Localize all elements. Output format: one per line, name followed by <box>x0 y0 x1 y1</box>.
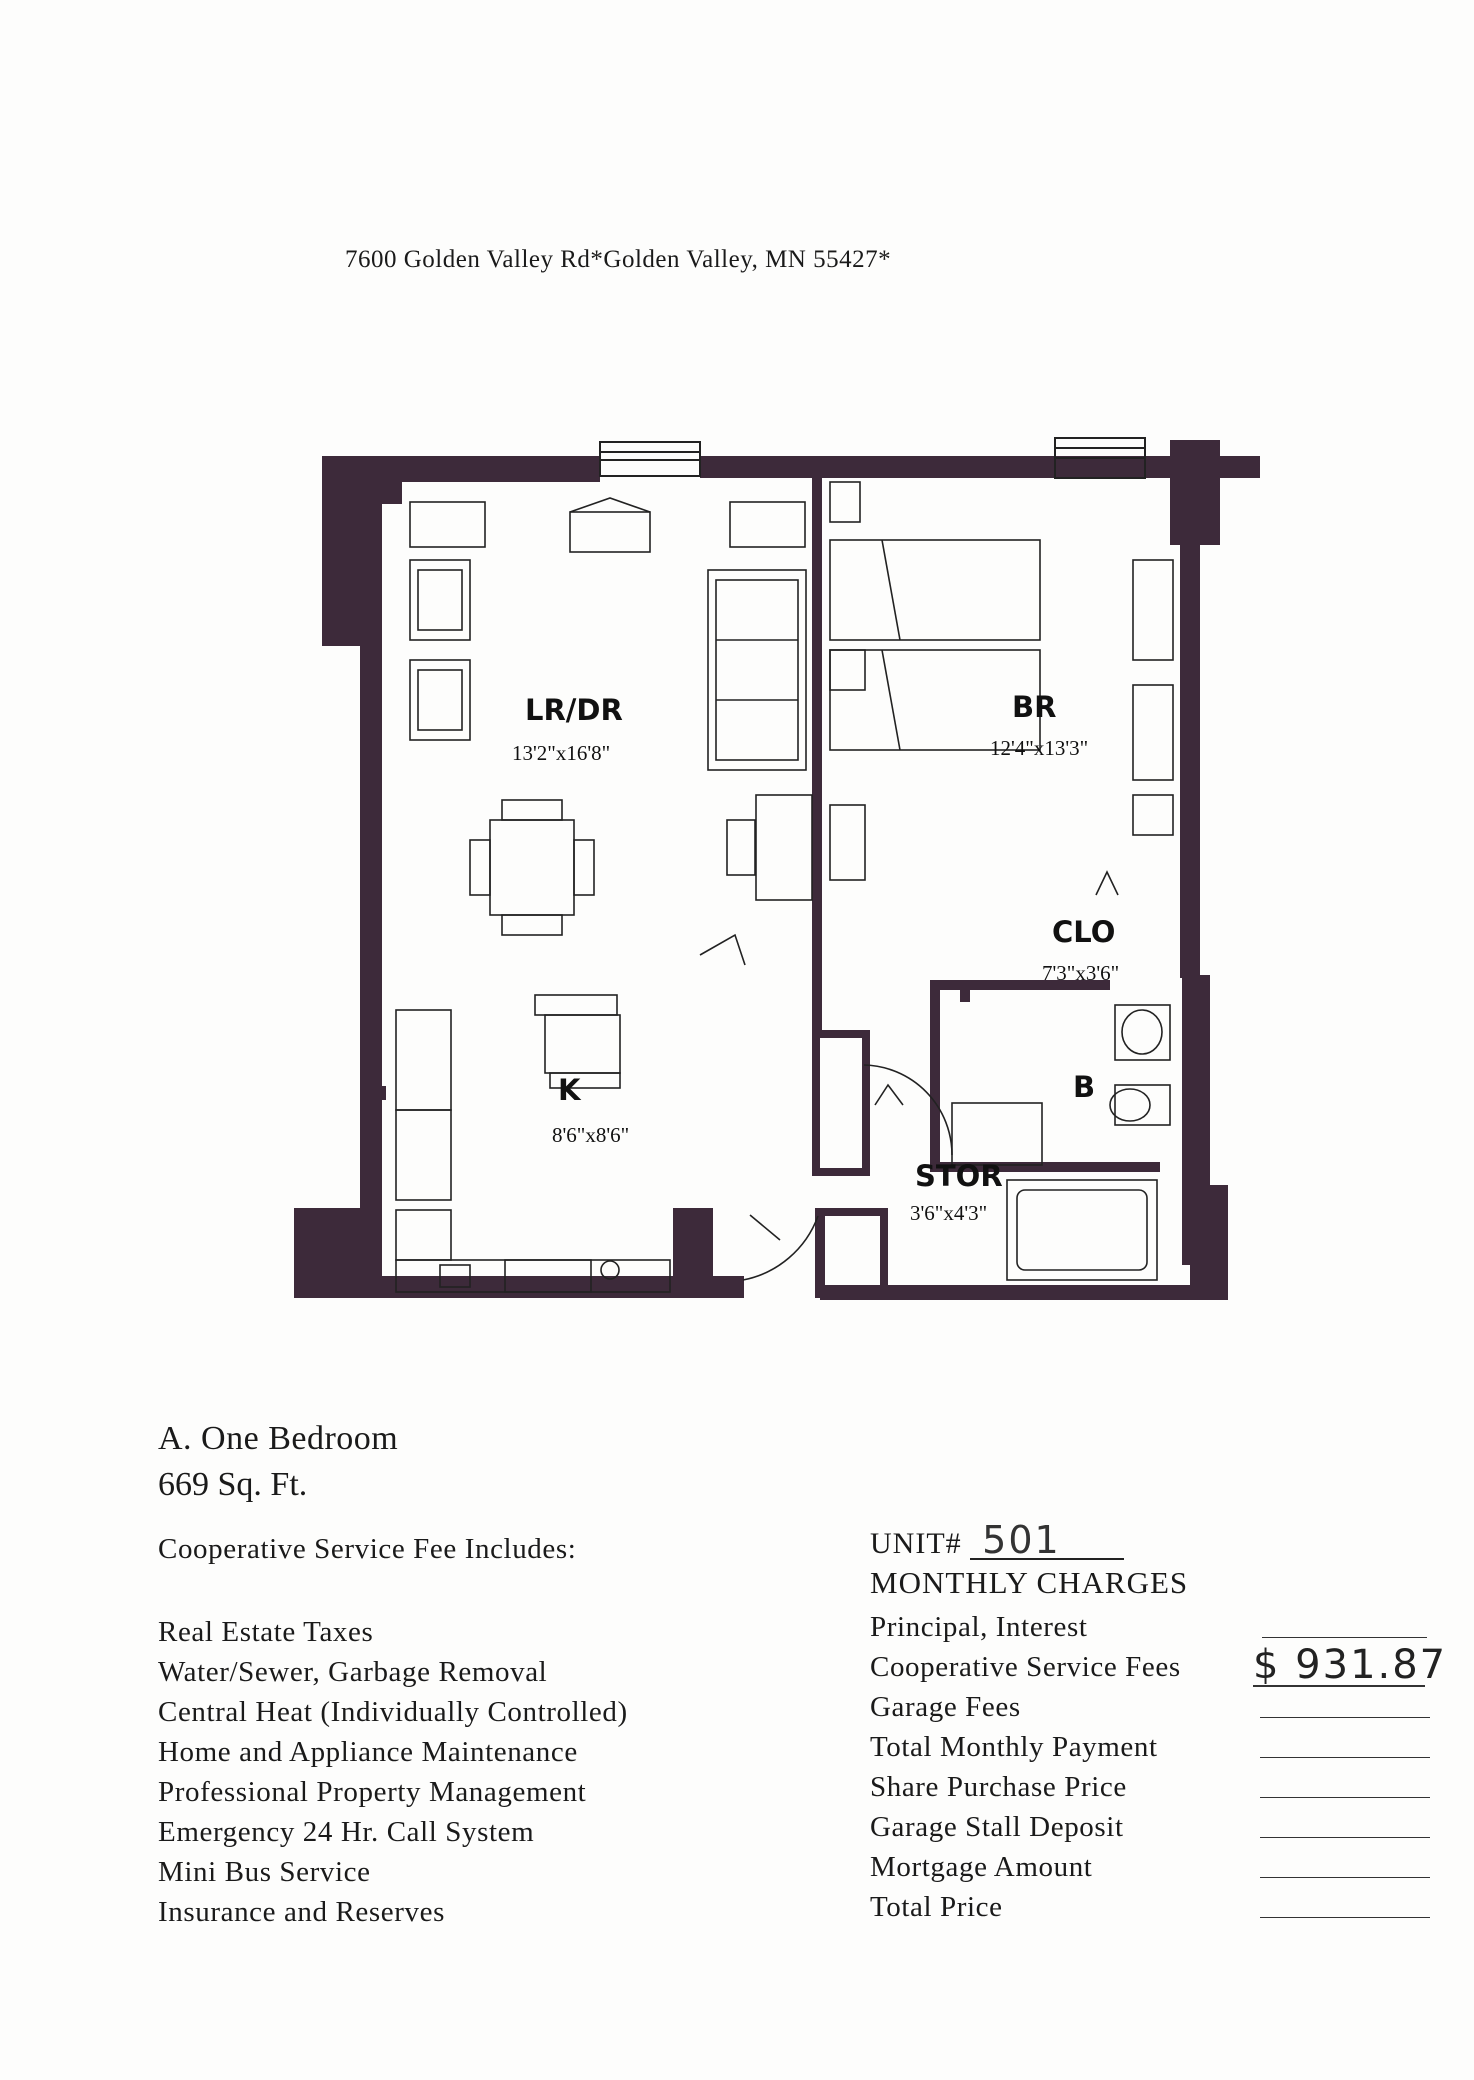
room-label-b: B <box>1073 1070 1095 1104</box>
charge-blank-line[interactable] <box>1260 1757 1430 1758</box>
charge-blank-line[interactable] <box>1260 1917 1430 1918</box>
monthly-charges-heading: MONTHLY CHARGES <box>870 1565 1189 1600</box>
charge-blank-line[interactable] <box>1260 1837 1430 1838</box>
door-swings <box>742 1064 953 1281</box>
charge-blank-line[interactable] <box>1260 1797 1430 1798</box>
charge-label: Total Price <box>870 1891 1003 1923</box>
room-label-lrdr: LR/DR <box>525 693 623 727</box>
room-dims-clo: 7'3"x3'6" <box>1042 961 1119 985</box>
includes-item: Emergency 24 Hr. Call System <box>158 1816 535 1848</box>
charge-blank-line[interactable] <box>1260 1877 1430 1878</box>
room-dims-k: 8'6"x8'6" <box>552 1123 629 1147</box>
includes-heading: Cooperative Service Fee Includes: <box>158 1533 577 1565</box>
charge-label: Principal, Interest <box>870 1611 1088 1643</box>
charge-row: Cooperative Service Fees $ 931.87 <box>870 1637 1448 1688</box>
room-dims-lrdr: 13'2"x16'8" <box>512 741 610 765</box>
charge-row: Principal, Interest <box>870 1607 1430 1647</box>
charge-label: Garage Stall Deposit <box>870 1811 1124 1843</box>
includes-item: Professional Property Management <box>158 1776 587 1808</box>
windows <box>599 437 1146 479</box>
includes-item: Home and Appliance Maintenance <box>158 1736 578 1768</box>
includes-item: Central Heat (Individually Controlled) <box>158 1696 628 1728</box>
unit-number-line: UNIT# 501 <box>870 1521 1125 1561</box>
room-dims-stor: 3'6"x4'3" <box>910 1201 987 1225</box>
includes-item: Real Estate Taxes <box>158 1616 374 1648</box>
charge-label: Cooperative Service Fees <box>870 1651 1181 1683</box>
monthly-charges-table: Principal, Interest Cooperative Service … <box>870 1607 1448 1927</box>
charge-row: Mortgage Amount <box>870 1847 1430 1887</box>
room-label-br: BR <box>1012 690 1056 724</box>
charge-blank-line[interactable] <box>1260 1717 1430 1718</box>
room-label-k: K <box>558 1073 582 1107</box>
includes-item: Water/Sewer, Garbage Removal <box>158 1656 548 1688</box>
room-dims-br: 12'4"x13'3" <box>990 736 1088 760</box>
floor-plan: LR/DR 13'2"x16'8" BR 12'4"x13'3" CLO 7'3… <box>294 437 1260 1300</box>
includes-list: Real Estate Taxes Water/Sewer, Garbage R… <box>158 1612 628 1932</box>
unit-area: 669 Sq. Ft. <box>158 1466 308 1503</box>
unit-number-value[interactable]: 501 <box>970 1521 1125 1560</box>
room-label-clo: CLO <box>1052 915 1115 949</box>
includes-item: Insurance and Reserves <box>158 1896 445 1928</box>
includes-item: Mini Bus Service <box>158 1856 371 1888</box>
charge-row: Total Price <box>870 1887 1430 1927</box>
walls <box>294 440 1260 1300</box>
unit-type: A. One Bedroom <box>158 1420 399 1457</box>
charge-label: Share Purchase Price <box>870 1771 1127 1803</box>
charge-value[interactable]: $ 931.87 <box>1253 1642 1448 1688</box>
charge-label: Total Monthly Payment <box>870 1731 1158 1763</box>
room-label-stor: STOR <box>915 1159 1003 1193</box>
unit-number-label: UNIT# <box>870 1527 962 1560</box>
furniture <box>395 481 1174 1293</box>
charge-row: Total Monthly Payment <box>870 1727 1430 1767</box>
charge-row: Garage Stall Deposit <box>870 1807 1430 1847</box>
charge-line-top <box>1262 1637 1427 1638</box>
charge-row: Share Purchase Price <box>870 1767 1430 1807</box>
charge-label: Mortgage Amount <box>870 1851 1093 1883</box>
charge-label: Garage Fees <box>870 1691 1021 1723</box>
charge-row: Garage Fees <box>870 1687 1430 1727</box>
property-address: 7600 Golden Valley Rd*Golden Valley, MN … <box>345 246 892 273</box>
